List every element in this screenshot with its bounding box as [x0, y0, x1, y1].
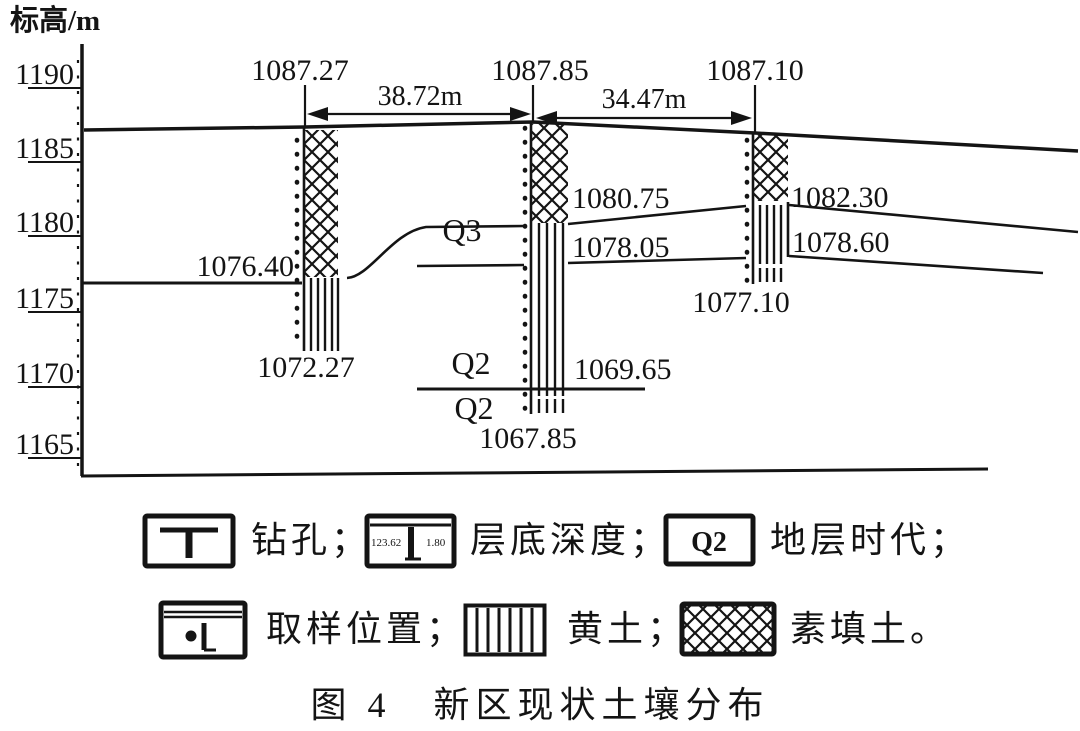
bh1-bottom-label: 1072.27 [257, 351, 355, 384]
sampling-dot-icon [185, 630, 197, 642]
q3-bottom-segment [416, 263, 525, 268]
axis-tick-1165: 1165 [15, 428, 81, 461]
dim1-label: 38.72m [378, 81, 463, 112]
bh3-bottom-label: 1077.10 [692, 286, 790, 319]
tick-label: 1175 [15, 282, 74, 315]
elevation-axis: 标高/m 1190 1185 1180 1175 1170 [10, 4, 989, 478]
legend-layer-depth-label: 层底深度； [470, 520, 671, 560]
axis-tick-1185: 1185 [15, 132, 81, 165]
bh2-bh3-mid-line [567, 256, 747, 265]
bh2-bottom-label: 1067.85 [479, 422, 577, 455]
bh3-right-upper-line [788, 203, 1079, 234]
era-symbol-text: Q2 [691, 527, 727, 558]
bh3-q3-bottom-label: 1078.60 [792, 226, 890, 259]
dim2-arrow-right-icon [731, 111, 752, 125]
borehole-1: 1087.27 1076.40 1072.27 [197, 54, 355, 384]
depth-sample-right: 1.80 [426, 537, 446, 549]
tick-label: 1190 [15, 58, 74, 91]
loess-pattern-icon [475, 608, 534, 652]
bh1-fill-soil-column [304, 130, 338, 277]
legend-fill-soil-symbol [679, 601, 777, 657]
ground-surface-line [83, 120, 1079, 153]
dim2-label: 34.47m [602, 84, 687, 115]
stratum-label-q2-lower: Q2 [454, 390, 493, 426]
legend-fill-soil-label: 素填土。 [790, 609, 951, 649]
bh3-fill-soil-column [753, 135, 788, 201]
dimension-34-47: 34.47m [536, 84, 752, 125]
bh2-q2-bottom-label: 1069.65 [574, 353, 672, 386]
borehole-3: 1087.10 1082.30 1078.60 1077.10 [692, 54, 889, 319]
bh2-fill-soil-column [531, 124, 568, 223]
dim2-arrow-left-icon [536, 111, 557, 125]
bh2-top-elevation: 1087.85 [491, 54, 589, 87]
legend-layer-depth-symbol: 123.62 1.80 [364, 513, 457, 569]
legend-era-symbol: Q2 [663, 513, 756, 567]
tick-label: 1165 [15, 428, 74, 461]
tick-label: 1180 [15, 206, 74, 239]
legend-sampling-symbol [158, 600, 248, 660]
legend-borehole-symbol [142, 513, 236, 569]
legend-era-label: 地层时代； [770, 520, 971, 560]
stratum-label-q3: Q3 [442, 212, 481, 248]
borehole-2: 1087.85 1080.75 1078.05 1069.65 1067.85 [479, 54, 671, 455]
bh3-fill-bottom-label: 1082.30 [791, 181, 889, 214]
legend-borehole-label: 钻孔； [251, 520, 372, 560]
dimension-38-72: 38.72m [307, 81, 531, 121]
dim1-arrow-left-icon [307, 107, 328, 121]
legend-box-frame [663, 513, 756, 567]
bh2-bh3-upper-line [567, 204, 747, 226]
legend-loess-label: 黄土； [567, 609, 688, 649]
legend-sampling-label: 取样位置； [266, 609, 467, 649]
bh1-top-elevation: 1087.27 [251, 54, 349, 87]
axis-tick-1170: 1170 [15, 357, 81, 390]
depth-sample-left: 123.62 [371, 537, 401, 549]
tick-label: 1185 [15, 132, 74, 165]
axis-title: 标高/m [10, 4, 100, 37]
bh3-right-mid-line [788, 254, 1044, 275]
axis-tick-1180: 1180 [15, 206, 81, 239]
q3-top-curve [346, 224, 525, 280]
tick-label: 1170 [15, 357, 74, 390]
bh2-fill-bottom-label: 1080.75 [572, 182, 670, 215]
axis-bottom-line [80, 467, 989, 478]
axis-tick-1190: 1190 [15, 58, 81, 91]
axis-tick-1175: 1175 [15, 282, 81, 315]
dim1-arrow-right-icon [510, 107, 531, 121]
bh3-top-elevation: 1087.10 [706, 54, 804, 87]
bh2-q3-bottom-label: 1078.05 [572, 231, 670, 264]
figure-caption: 图 4 新区现状土壤分布 [310, 685, 770, 725]
bh1-loess-column [309, 278, 340, 351]
cross-section-plot: 标高/m 1190 1185 1180 1175 1170 [10, 4, 1079, 478]
bh1-fill-bottom-label: 1076.40 [197, 250, 295, 283]
legend-loess-symbol [463, 603, 547, 657]
bh3-loess-column [758, 205, 783, 282]
stratum-label-q2-upper: Q2 [451, 345, 490, 381]
stratum-era-labels: Q3 Q2 Q2 [442, 212, 493, 426]
bh2-loess-column [537, 223, 565, 413]
legend-box-frame [679, 601, 777, 657]
